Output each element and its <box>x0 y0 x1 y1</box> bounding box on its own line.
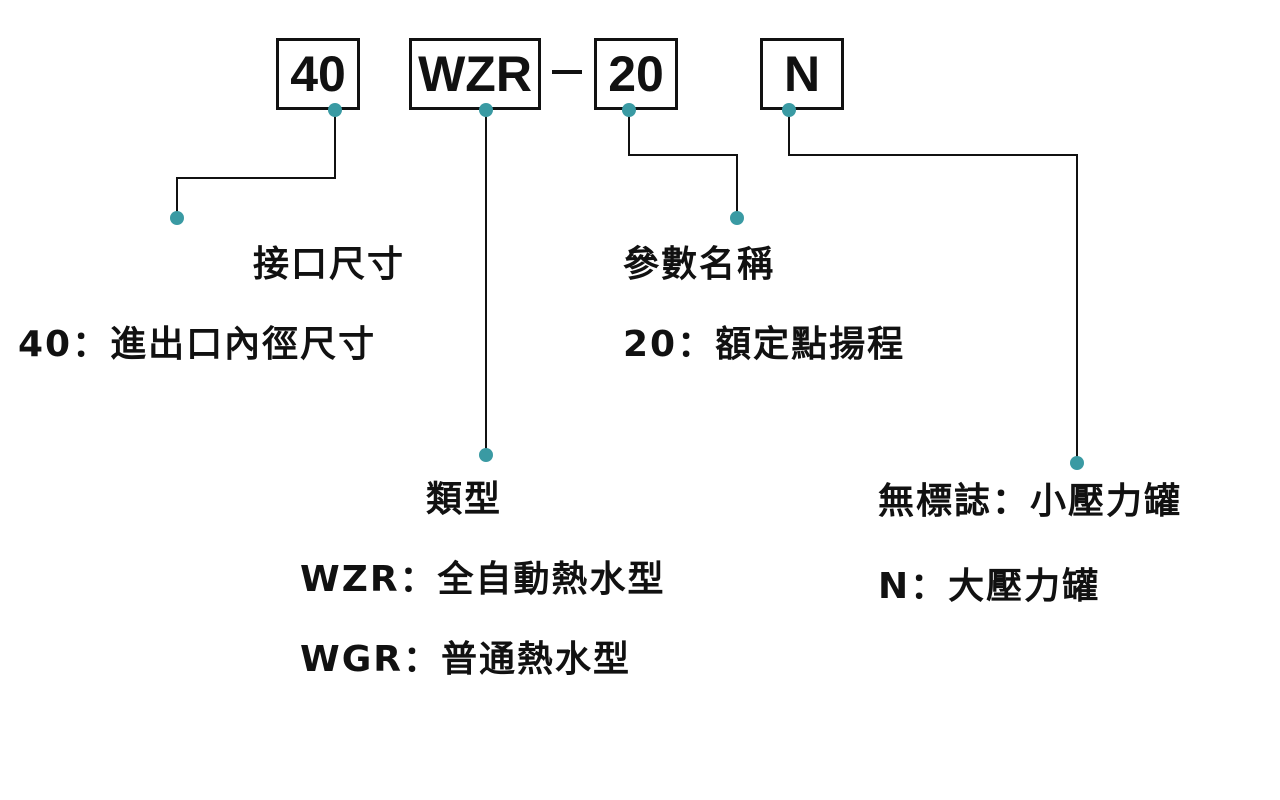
connector-pressure-line <box>788 110 1078 463</box>
code-separator-dash <box>552 70 582 74</box>
dot-pressure-top <box>782 103 796 117</box>
pressure-option-1: 無標誌：小壓力罐 <box>878 481 1183 522</box>
dot-size-top <box>328 103 342 117</box>
type-option-2: WGR：普通熱水型 <box>300 639 631 680</box>
dot-param-end <box>730 211 744 225</box>
type-heading: 類型 <box>426 479 503 520</box>
code-box-pressure: N <box>760 38 844 110</box>
dot-type-top <box>479 103 493 117</box>
connector-size-line <box>176 110 336 218</box>
connector-param-line <box>628 110 738 218</box>
param-heading: 參數名稱 <box>623 244 776 285</box>
dot-param-top <box>622 103 636 117</box>
code-box-size: 40 <box>276 38 360 110</box>
dot-pressure-end <box>1070 456 1084 470</box>
dot-type-end <box>479 448 493 462</box>
dot-size-end <box>170 211 184 225</box>
code-box-param: 20 <box>594 38 678 110</box>
type-option-1: WZR：全自動熱水型 <box>300 559 666 600</box>
size-heading: 接口尺寸 <box>253 244 406 285</box>
code-box-type: WZR <box>409 38 541 110</box>
pressure-option-2: N：大壓力罐 <box>878 566 1101 607</box>
size-option-1: 40：進出口內徑尺寸 <box>18 324 377 365</box>
param-option-1: 20：額定點揚程 <box>623 324 906 365</box>
